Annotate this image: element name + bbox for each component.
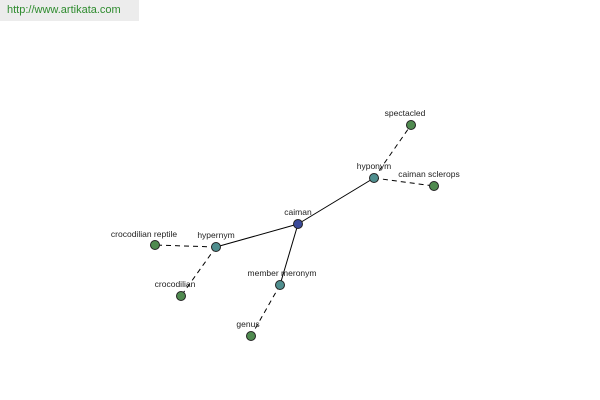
node-crocodilian[interactable]: crocodilian — [155, 279, 196, 301]
node-circle-spectacled[interactable] — [406, 120, 416, 130]
node-member-meronym[interactable]: member meronym — [248, 268, 317, 290]
edge-hypernym-to-crocodilian-reptile — [154, 244, 217, 248]
edge-member-meronym-to-genus — [250, 284, 281, 337]
node-circle-genus[interactable] — [246, 331, 256, 341]
node-circle-crocodilian-reptile[interactable] — [150, 240, 160, 250]
edges-layer — [154, 124, 435, 337]
url-banner: http://www.artikata.com — [0, 0, 139, 21]
nodes-layer: caiman hypernym hyponym member meronym croco… — [111, 108, 460, 341]
edge-hyponym-to-caiman-sclerops — [373, 177, 435, 187]
node-label-crocodilian-reptile: crocodilian reptile — [111, 229, 177, 239]
edge-caiman-to-member-meronym — [279, 223, 299, 286]
node-label-hypernym: hypernym — [197, 230, 234, 240]
node-circle-caiman[interactable] — [293, 219, 303, 229]
node-label-genus: genus — [236, 319, 259, 329]
node-hypernym[interactable]: hypernym — [197, 230, 235, 252]
node-label-crocodilian: crocodilian — [155, 279, 196, 289]
node-label-caiman: caiman — [284, 207, 312, 217]
edge-caiman-to-hyponym — [297, 177, 375, 225]
node-genus[interactable]: genus — [236, 319, 260, 341]
node-hyponym[interactable]: hyponym — [357, 161, 392, 183]
node-label-hyponym: hyponym — [357, 161, 392, 171]
node-caiman-sclerops[interactable]: caiman sclerops — [398, 169, 460, 191]
node-circle-hypernym[interactable] — [211, 242, 221, 252]
node-circle-caiman-sclerops[interactable] — [429, 181, 439, 191]
node-circle-crocodilian[interactable] — [176, 291, 186, 301]
node-circle-member-meronym[interactable] — [275, 280, 285, 290]
node-label-spectacled: spectacled — [385, 108, 426, 118]
node-caiman[interactable]: caiman — [284, 207, 312, 229]
site-url-text[interactable]: http://www.artikata.com — [7, 4, 121, 16]
node-spectacled[interactable]: spectacled — [385, 108, 426, 130]
edge-caiman-to-hypernym — [215, 223, 299, 248]
node-circle-hyponym[interactable] — [369, 173, 379, 183]
node-crocodilian-reptile[interactable]: crocodilian reptile — [111, 229, 177, 250]
edge-hypernym-to-crocodilian — [180, 246, 217, 297]
node-label-caiman-sclerops: caiman sclerops — [398, 169, 459, 179]
edge-hyponym-to-spectacled — [373, 124, 412, 179]
node-label-member-meronym: member meronym — [248, 268, 317, 278]
